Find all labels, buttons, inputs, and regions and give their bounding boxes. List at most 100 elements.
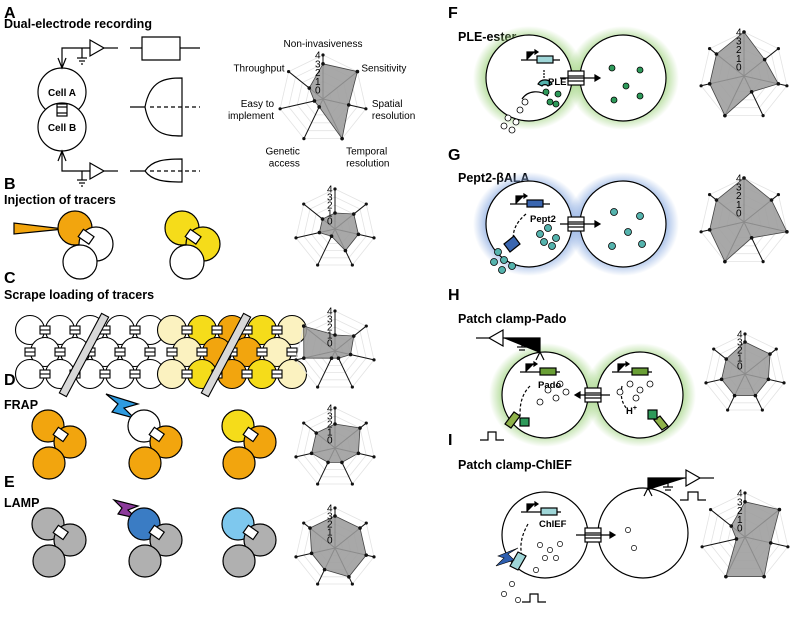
radar-point — [734, 537, 739, 541]
radar-chart-a: 01234Non-invasivenessSensitivitySpatialr… — [228, 39, 415, 170]
radar-axis-end — [708, 507, 713, 512]
radar-point — [714, 52, 719, 56]
radar-point — [346, 103, 351, 107]
radar-axis-end — [333, 506, 337, 510]
radar-axis-end — [302, 202, 306, 206]
radar-tick-label: 2 — [327, 323, 333, 334]
radar-tick-label: 0 — [327, 217, 333, 228]
radar-gridline — [705, 333, 785, 411]
radar-tick-label: 3 — [327, 315, 333, 326]
radar-tick-label: 3 — [327, 512, 333, 523]
radar-axis-end — [333, 187, 337, 191]
radar-value-area — [725, 501, 780, 577]
radar-point — [351, 334, 356, 338]
radar-gridline — [295, 188, 375, 266]
radar-axis-end — [777, 507, 782, 512]
radar-tick-label: 3 — [736, 36, 742, 47]
radar-tick-label: 1 — [327, 428, 333, 439]
radar-point — [347, 575, 351, 579]
radar-value-area — [709, 31, 779, 117]
panel-title-e: LAMP — [4, 496, 39, 510]
radar-axis-end — [364, 421, 368, 425]
radar-axis-label: resolution — [346, 159, 389, 170]
radar-value-area — [311, 423, 361, 463]
radar-point — [707, 82, 712, 86]
cell-b-label: Cell B — [48, 123, 76, 134]
panel-title-a: Dual-electrode recording — [4, 17, 152, 31]
radar-axis-end — [286, 69, 291, 74]
cell-a-label: Cell A — [48, 88, 76, 99]
radar-axis-label: Sensitivity — [361, 64, 406, 75]
scrape-loading-before — [14, 312, 166, 398]
radar-axis-end — [333, 309, 337, 313]
radar-axis-end — [316, 263, 320, 267]
radar-gridline — [700, 177, 788, 263]
radar-point — [714, 198, 719, 202]
radar-tick-label: 0 — [737, 524, 743, 535]
radar-axis-end — [350, 385, 354, 389]
radar-axis-end — [372, 555, 376, 559]
radar-gridline — [295, 310, 375, 388]
radar-axis-end — [723, 260, 727, 264]
radar-point — [358, 526, 362, 530]
pept2-protein-label: Pept2 — [530, 214, 556, 225]
radar-point — [312, 99, 317, 103]
radar-axis-end — [294, 555, 298, 559]
radar-tick-label: 1 — [327, 528, 333, 539]
radar-point — [333, 211, 337, 215]
radar-tick-label: 0 — [327, 436, 333, 447]
radar-axis-end — [743, 332, 747, 336]
radar-tick-label: 1 — [327, 331, 333, 342]
radar-point — [329, 234, 334, 239]
radar-point — [309, 551, 314, 556]
radar-axis-end — [364, 521, 368, 525]
radar-axis-end — [372, 455, 376, 459]
radar-tick-label: 2 — [327, 201, 333, 212]
radar-point — [329, 356, 334, 361]
radar-tick-label: 0 — [736, 63, 742, 74]
radar-point — [743, 340, 747, 344]
radar-tick-label: 3 — [327, 193, 333, 204]
radar-axis-end — [743, 491, 747, 495]
radar-tick-label: 1 — [736, 200, 742, 211]
radar-point — [707, 228, 712, 232]
panel-title-i: Patch clamp-ChIEF — [458, 458, 572, 472]
panel-label-h: H — [448, 287, 460, 304]
radar-point — [348, 352, 353, 357]
radar-axis-end — [302, 521, 306, 525]
radar-tick-label: 1 — [327, 209, 333, 220]
radar-axis-end — [776, 192, 781, 197]
radar-tick-label: 3 — [315, 59, 321, 70]
radar-point — [358, 426, 362, 430]
radar-tick-label: 0 — [327, 339, 333, 350]
radar-axis-end — [321, 53, 325, 57]
radar-point — [308, 526, 312, 530]
radar-axis-end — [294, 358, 298, 362]
radar-point — [336, 356, 341, 361]
radar-axis-end — [316, 582, 320, 586]
patch-clamp-pado-diagram — [476, 328, 696, 447]
radar-point — [768, 352, 772, 356]
radar-tick-label: 4 — [327, 404, 333, 415]
radar-charts: 01234Non-invasivenessSensitivitySpatialr… — [228, 28, 790, 586]
radar-axis-end — [302, 421, 306, 425]
radar-point — [724, 357, 729, 361]
radar-point — [762, 57, 767, 62]
radar-point — [309, 451, 314, 456]
frap-diagram — [31, 393, 277, 480]
radar-point — [307, 86, 312, 90]
radar-tick-label: 3 — [737, 338, 743, 349]
radar-gridline — [713, 341, 777, 404]
radar-axis-end — [302, 324, 306, 328]
panel-label-d: D — [4, 372, 16, 389]
radar-point — [364, 553, 368, 557]
ple-protein-label: PLE — [548, 77, 566, 88]
radar-axis-end — [785, 230, 789, 234]
radar-point — [719, 377, 724, 382]
radar-axis-label: Temporal — [346, 147, 387, 158]
radar-axis-label: Spatial — [372, 99, 403, 110]
